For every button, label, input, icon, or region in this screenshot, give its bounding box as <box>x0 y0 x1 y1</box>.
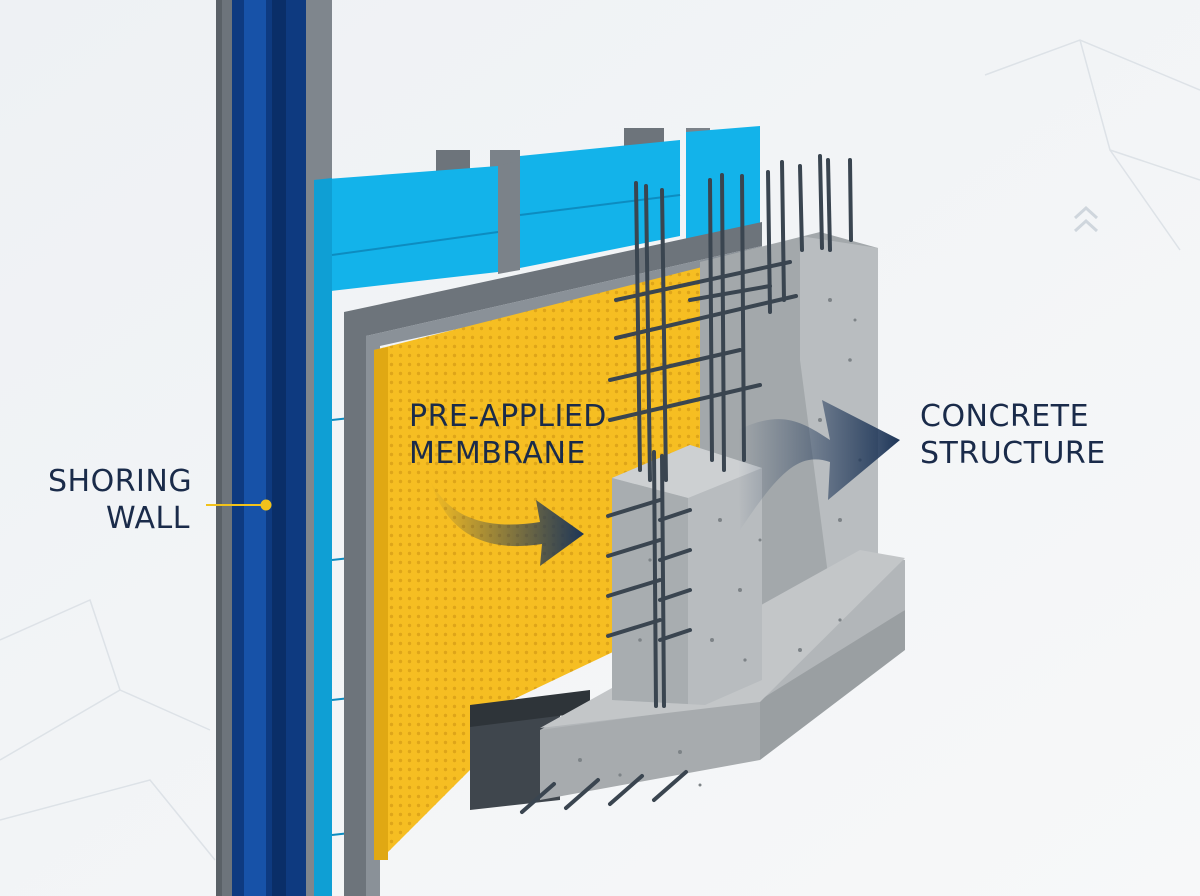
label-concrete-structure: CONCRETE STRUCTURE <box>920 398 1106 472</box>
label-membrane-line1: PRE-APPLIED <box>409 399 607 434</box>
shoring-leader-line <box>206 499 272 511</box>
concrete-texture <box>578 298 862 787</box>
rebar-cage <box>520 154 853 814</box>
arrow-to-concrete-icon <box>738 400 900 530</box>
background-linework <box>0 39 1200 861</box>
label-shoring-wall-line1: SHORING <box>48 464 193 499</box>
arrow-to-membrane-icon <box>430 480 584 566</box>
pre-applied-membrane <box>374 262 722 860</box>
label-concrete-line1: CONCRETE <box>920 399 1090 434</box>
label-shoring-wall: SHORING WALL <box>48 463 192 537</box>
label-pre-applied-membrane: PRE-APPLIED MEMBRANE <box>409 398 607 472</box>
label-membrane-line2: MEMBRANE <box>409 436 586 471</box>
label-shoring-wall-line2: WALL <box>106 501 190 536</box>
label-concrete-line2: STRUCTURE <box>920 436 1106 471</box>
decor-chevron-icon <box>1073 205 1099 233</box>
